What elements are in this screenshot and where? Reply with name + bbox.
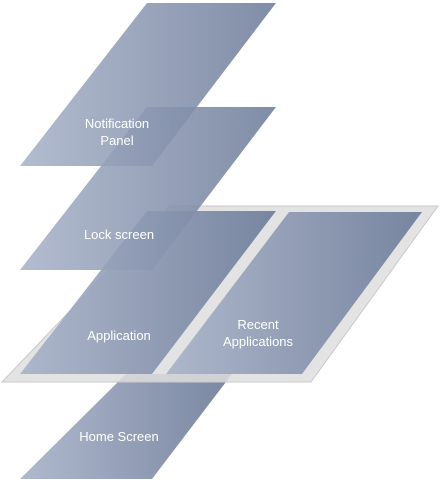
home-screen-layer	[20, 374, 232, 479]
application-label: Application	[87, 328, 151, 343]
notification-panel-label-line1: Notification	[85, 116, 149, 131]
recent-applications-label-line1: Recent	[237, 317, 279, 332]
lock-screen-label: Lock screen	[84, 227, 154, 242]
application-layer	[20, 211, 276, 374]
recent-applications-label-line2: Applications	[223, 334, 294, 349]
home-screen-label: Home Screen	[79, 429, 158, 444]
recent-applications-layer	[166, 212, 422, 374]
lock-screen-layer	[20, 107, 276, 270]
notification-panel-layer	[20, 3, 276, 166]
notification-panel-label-line2: Panel	[100, 133, 133, 148]
